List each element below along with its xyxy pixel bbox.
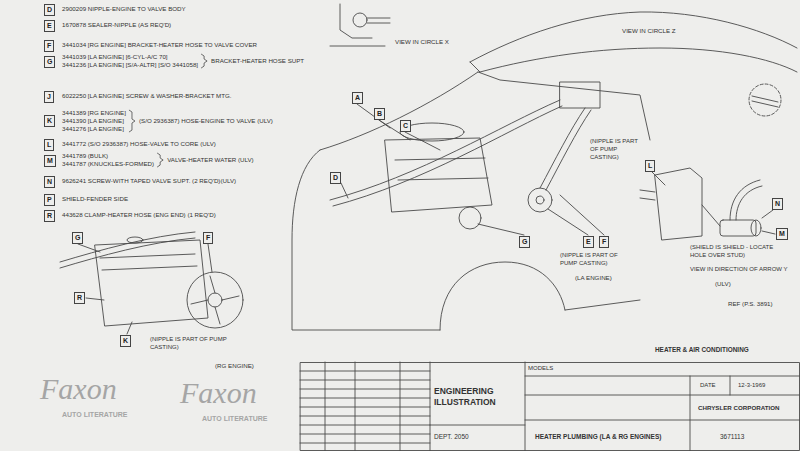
title-block-text: 3671113	[720, 433, 744, 441]
callout-letter: A	[355, 94, 360, 102]
callout-letter: J	[47, 93, 51, 101]
callout-letter: C	[403, 122, 408, 130]
title-block-text: DEPT. 2050	[434, 433, 469, 441]
watermark: Faxon	[180, 378, 257, 408]
callout-letter-box: N	[44, 176, 55, 188]
casting-note: (NIPPLE IS PART OF PUMP CASTING)	[150, 336, 245, 352]
title-block-text: MODELS	[528, 365, 553, 373]
watermark: AUTO LITERATURE	[62, 410, 127, 419]
engine-note: (RG ENGINE)	[215, 362, 254, 370]
title-block-text: 12-3-1969	[738, 382, 765, 390]
callout-letter-box: E	[583, 236, 594, 248]
callout-letter-box: C	[400, 120, 411, 132]
callout-letter: F	[602, 238, 606, 246]
casting-note: (NIPPLE IS PART OF PUMP CASTING)	[590, 138, 642, 161]
callout-letter: M	[47, 157, 53, 165]
callout-letter: N	[47, 178, 52, 186]
callout-letter: K	[47, 117, 52, 125]
callout-letter: D	[333, 174, 338, 182]
part-list-entry: 3441039 [LA ENGINE] [6-CYL-A/C 70]	[62, 53, 168, 61]
callout-letter: E	[47, 22, 52, 30]
title-block-text: ENGINEERING ILLUSTRATION	[434, 386, 524, 408]
section-title: HEATER & AIR CONDITIONING	[655, 346, 749, 354]
callout-letter-box: F	[44, 40, 54, 52]
callout-letter-box: D	[44, 4, 55, 16]
callout-letter: B	[377, 110, 382, 118]
brace	[201, 54, 207, 68]
callout-letter-box: K	[120, 335, 131, 347]
callout-letter-box: G	[72, 232, 83, 244]
callout-letter: G	[522, 238, 527, 246]
callout-letter-box: F	[599, 236, 609, 248]
callout-letter-box: R	[44, 210, 55, 222]
title-block-text: CHRYSLER CORPORATION	[698, 404, 779, 412]
brace	[157, 153, 163, 167]
part-list-entry: 9626241 SCREW-WITH TAPED VALVE SUPT. (2 …	[62, 177, 236, 185]
casting-note: (NIPPLE IS PART OF PUMP CASTING)	[560, 252, 634, 268]
reference-note: REF (P.S. 3891)	[728, 300, 773, 308]
callout-letter: K	[123, 337, 128, 345]
part-list-entry: 3441389 [RG ENGINE]	[62, 109, 126, 117]
part-description: (S/O 2936387) HOSE-ENGINE TO VALVE (ULV)	[139, 117, 273, 125]
callout-letter-box: D	[330, 172, 341, 184]
callout-letter: L	[648, 162, 652, 170]
part-list-entry: 3441236 [LA ENGINE] [S/A-ALTR] [S/O 3441…	[62, 61, 198, 69]
title-block-text: DATE	[700, 382, 716, 390]
callout-letter-box: N	[772, 198, 783, 210]
callout-letter-box: L	[645, 160, 655, 172]
callout-letter: M	[779, 230, 785, 238]
part-list-entry: 443628 CLAMP-HEATER HOSE (ENG END) (1 RE…	[62, 211, 216, 219]
view-note: VIEW IN CIRCLE Z	[622, 27, 676, 35]
callout-letter: G	[47, 58, 52, 66]
callout-letter-box: P	[44, 194, 55, 206]
part-list-entry: 3441276 [LA ENGINE]	[62, 125, 124, 133]
callout-letter: R	[47, 212, 52, 220]
option-note: (ULV)	[715, 280, 731, 288]
engine-note: (LA ENGINE)	[575, 274, 612, 282]
brace	[129, 110, 135, 132]
callout-letter-box: L	[44, 139, 54, 151]
callout-letter-box: G	[44, 56, 55, 68]
view-note: VIEW IN DIRECTION OF ARROW Y	[690, 266, 794, 274]
part-list-entry: 3441772 (S/O 2936387) HOSE-VALVE TO CORE…	[62, 140, 216, 148]
part-description: BRACKET-HEATER HOSE SUPT	[211, 57, 304, 65]
shield-note: (SHIELD IS SHIELD - LOCATE HOLE OVER STU…	[690, 244, 790, 260]
callout-letter-box: J	[44, 91, 54, 103]
part-list-entry: 3441787 (KNUCKLES-FORMED)	[62, 160, 154, 168]
callout-letter: P	[47, 196, 52, 204]
callout-letter-box: M	[776, 228, 788, 240]
part-list-entry: 6022250 [LA ENGINE] SCREW & WASHER-BRACK…	[62, 92, 232, 100]
watermark: AUTO LITERATURE	[202, 414, 267, 423]
part-description: VALVE-HEATER WATER (ULV)	[167, 156, 254, 164]
callout-letter-box: R	[74, 292, 85, 304]
callout-letter: R	[77, 294, 82, 302]
part-list-entry: 2900209 NIPPLE-ENGINE TO VALVE BODY	[62, 5, 186, 13]
part-list-entry: 3441789 (BULK)	[62, 152, 108, 160]
view-note: VIEW IN CIRCLE X	[395, 38, 449, 46]
part-list-entry: 3441390 [LA ENGINE]	[62, 117, 124, 125]
callout-letter-box: K	[44, 115, 55, 127]
part-list-entry: 3441034 [RG ENGINE] BRACKET-HEATER HOSE …	[62, 41, 257, 49]
watermark: Faxon	[40, 374, 117, 404]
callout-letter-box: B	[374, 108, 385, 120]
callout-letter: F	[47, 42, 51, 50]
callout-letter: D	[47, 6, 52, 14]
title-block-text: HEATER PLUMBING (LA & RG ENGINES)	[535, 433, 661, 441]
part-list-entry: 1670878 SEALER-NIPPLE (AS REQ'D)	[62, 21, 171, 29]
callout-letter-box: F	[203, 232, 213, 244]
callout-letter-box: A	[352, 92, 363, 104]
callout-letter-box: E	[44, 20, 55, 32]
callout-letter: N	[775, 200, 780, 208]
callout-letter: F	[206, 234, 210, 242]
callout-letter-box: G	[519, 236, 530, 248]
callout-letter: L	[47, 141, 51, 149]
part-list-entry: SHIELD-FENDER SIDE	[62, 195, 128, 203]
callout-letter: E	[586, 238, 591, 246]
callout-letter: G	[75, 234, 80, 242]
callout-letter-box: M	[44, 155, 56, 167]
